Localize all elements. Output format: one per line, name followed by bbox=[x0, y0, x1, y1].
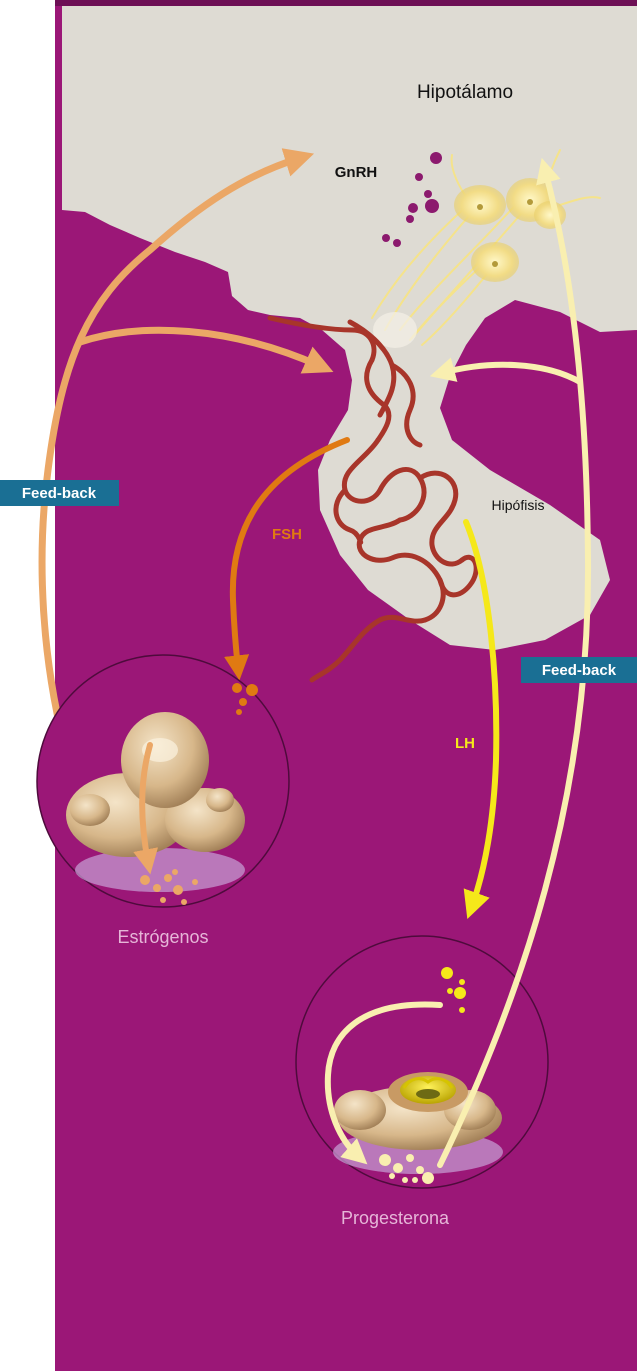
top-border bbox=[55, 0, 637, 6]
hypothalamus-label: Hipotálamo bbox=[417, 82, 513, 103]
feedback-right-label: Feed-back bbox=[542, 662, 617, 679]
ovary-follicle-circle bbox=[37, 655, 289, 907]
pituitary-label: Hipófisis bbox=[492, 497, 545, 513]
feedback-left-label: Feed-back bbox=[22, 485, 97, 502]
progesterone-label: Progesterona bbox=[341, 1208, 450, 1228]
ovary-corpus-luteum-circle bbox=[296, 936, 548, 1188]
gnrh-label: GnRH bbox=[335, 164, 378, 181]
fsh-label: FSH bbox=[272, 526, 302, 543]
feedback-badge-right: Feed-back bbox=[521, 657, 637, 683]
feedback-badge-left: Feed-back bbox=[0, 480, 119, 506]
estrogens-label: Estrógenos bbox=[117, 927, 208, 947]
lh-label: LH bbox=[455, 735, 475, 752]
